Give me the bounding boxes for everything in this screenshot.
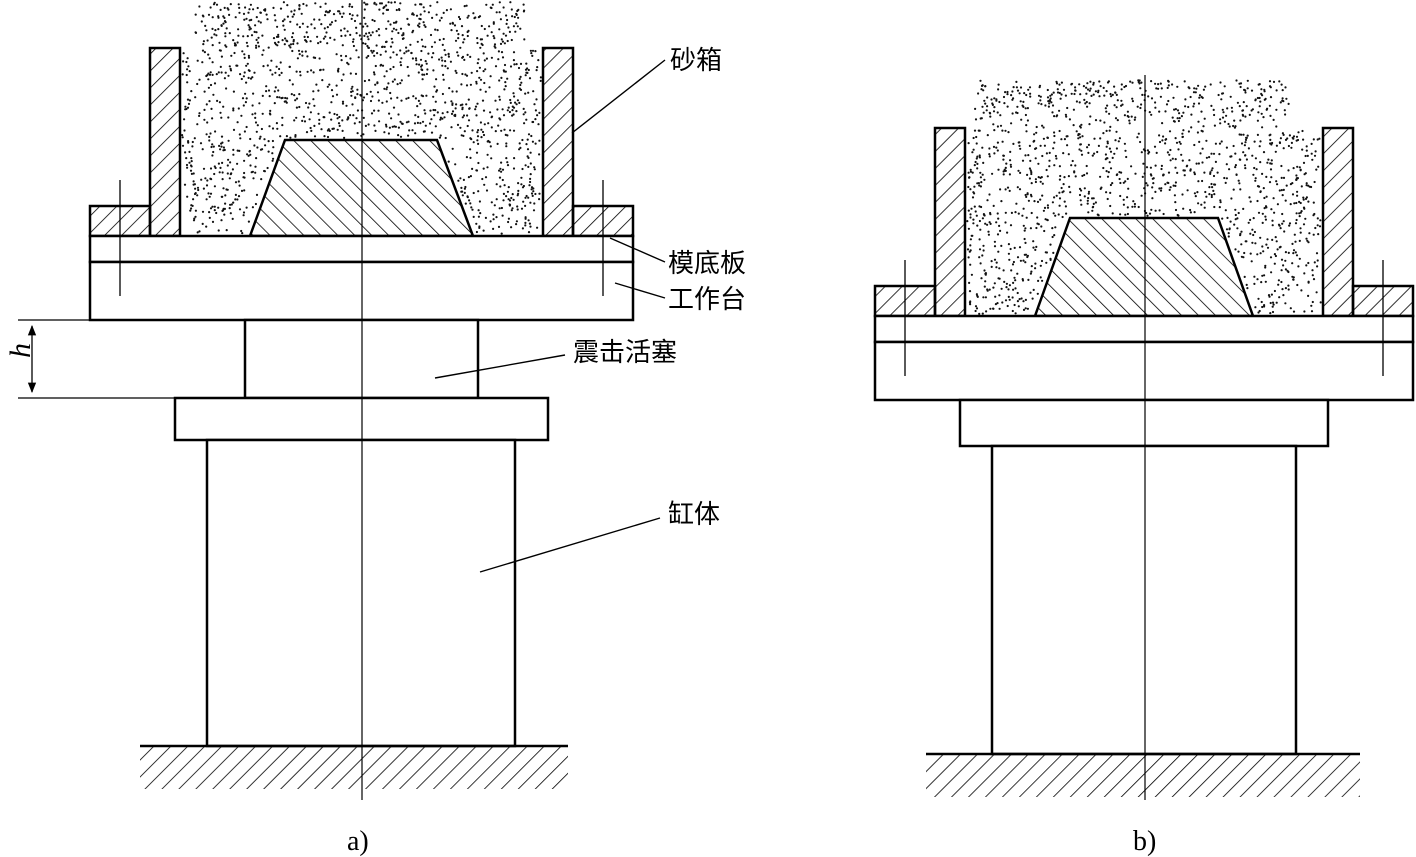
pattern-b [1033, 216, 1255, 318]
molding-sand-b [966, 79, 1322, 315]
molding-sand-a [181, 1, 543, 235]
sublabel-a: a) [347, 826, 369, 857]
figure-b [873, 75, 1415, 800]
ground-b [926, 755, 1360, 797]
label-stroke-height: h [4, 343, 37, 358]
figure-a [18, 0, 666, 800]
label-worktable: 工作台 [668, 285, 746, 315]
cylinder-a [205, 438, 517, 748]
cylinder-head-b [958, 398, 1330, 448]
ground-a [140, 747, 568, 789]
label-pattern-plate: 模底板 [668, 249, 746, 279]
pattern-plate-b [873, 314, 1415, 344]
worktable-b [873, 340, 1415, 402]
sublabel-b: b) [1133, 826, 1156, 857]
label-jolt-piston: 震击活塞 [573, 338, 677, 368]
label-cylinder: 缸体 [668, 500, 720, 530]
cylinder-b [990, 444, 1298, 756]
label-flask: 砂箱 [670, 46, 722, 76]
